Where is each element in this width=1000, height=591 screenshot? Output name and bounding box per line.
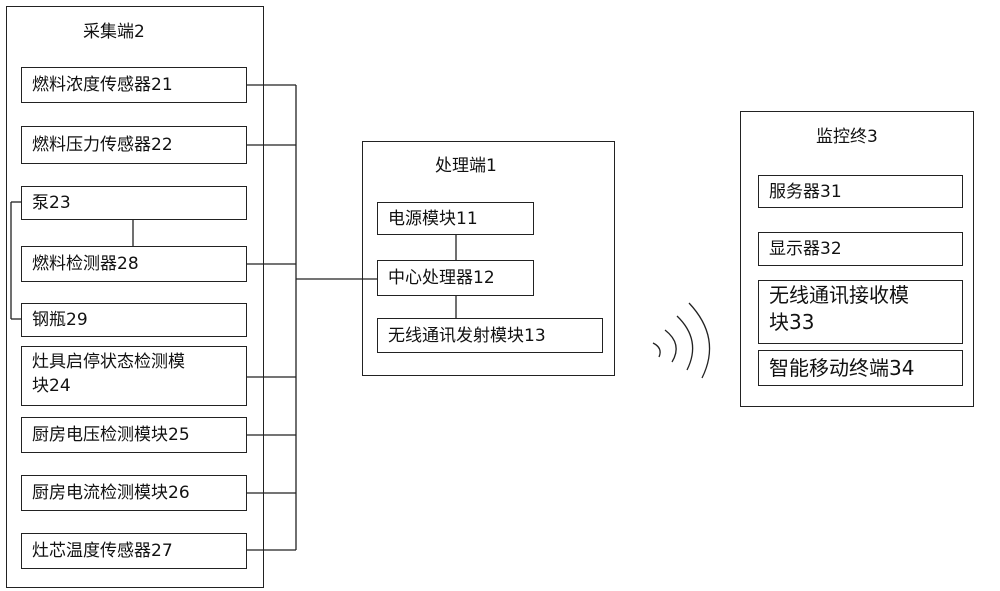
monitoring-title: 监控终3 — [816, 127, 878, 147]
gas-cylinder: 钢瓶29 — [21, 303, 247, 337]
display: 显示器32 — [758, 232, 963, 266]
kitchen-voltage-detection-module: 厨房电压检测模块25 — [21, 417, 247, 453]
smart-mobile-terminal: 智能移动终端34 — [758, 350, 963, 386]
wireless-signal-icon — [652, 302, 711, 379]
power-module: 电源模块11 — [377, 202, 534, 235]
kitchen-current-detection-module: 厨房电流检测模块26 — [21, 475, 247, 511]
collection-title: 采集端2 — [83, 22, 145, 42]
wireless-transmitter-module: 无线通讯发射模块13 — [377, 318, 603, 353]
wireless-receiver-module: 无线通讯接收模块33 — [758, 280, 963, 344]
fuel-pressure-sensor: 燃料压力传感器22 — [21, 126, 247, 164]
stove-core-temperature-sensor: 灶芯温度传感器27 — [21, 533, 247, 569]
server: 服务器31 — [758, 175, 963, 208]
processing-title: 处理端1 — [435, 156, 497, 176]
pump: 泵23 — [21, 186, 247, 220]
fuel-concentration-sensor: 燃料浓度传感器21 — [21, 67, 247, 103]
fuel-detector: 燃料检测器28 — [21, 246, 247, 282]
processing-panel — [362, 141, 615, 376]
collection-panel — [6, 6, 264, 588]
central-processor: 中心处理器12 — [377, 260, 534, 296]
monitoring-panel — [740, 111, 974, 407]
stove-status-detection-module: 灶具启停状态检测模块24 — [21, 346, 247, 406]
